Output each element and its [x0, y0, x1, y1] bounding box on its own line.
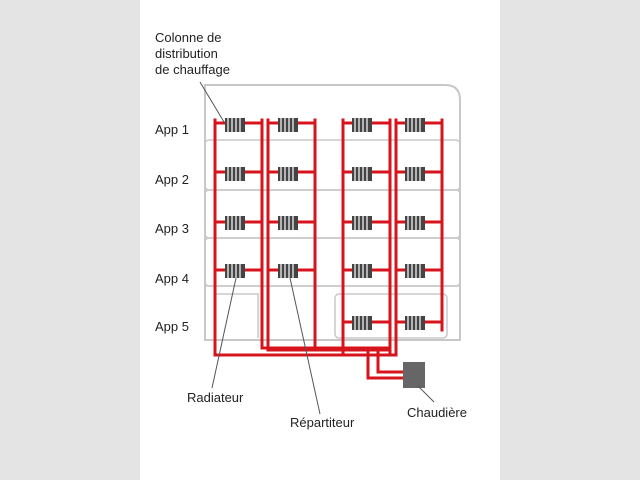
radiator-icon: [278, 216, 298, 230]
radiator-icon: [352, 216, 372, 230]
radiator-icon: [225, 264, 245, 278]
radiator-icon: [405, 216, 425, 230]
radiator-icon: [352, 118, 372, 132]
radiator-label: Radiateur: [187, 390, 244, 405]
radiator-icon: [278, 167, 298, 181]
radiator-icon: [352, 167, 372, 181]
radiator-icon: [405, 316, 425, 330]
column-label-line2: distribution: [155, 46, 218, 61]
radiator-icon: [225, 167, 245, 181]
radiator-icon: [352, 264, 372, 278]
radiator-icon: [405, 167, 425, 181]
floor-label-4: App 4: [155, 271, 189, 286]
radiator-icon: [278, 118, 298, 132]
leader-lines: [199, 81, 435, 415]
radiator-icon: [225, 118, 245, 132]
radiators: [225, 118, 425, 330]
radiator-icon: [278, 264, 298, 278]
radiator-icon: [405, 264, 425, 278]
radiator-icon: [352, 316, 372, 330]
boiler-label: Chaudière: [407, 405, 467, 420]
floor-label-2: App 2: [155, 172, 189, 187]
distributor-label: Répartiteur: [290, 415, 355, 430]
diagram-panel: [140, 0, 500, 480]
column-label: Colonne de distribution de chauffage: [155, 30, 230, 78]
radiator-icon: [225, 216, 245, 230]
floor-label-5: App 5: [155, 319, 189, 334]
radiator-icon: [405, 118, 425, 132]
floor-label-1: App 1: [155, 122, 189, 137]
column-label-line1: Colonne de: [155, 30, 222, 45]
column-label-line3: de chauffage: [155, 62, 230, 77]
boiler-icon: [403, 362, 425, 388]
floor-label-3: App 3: [155, 221, 189, 236]
